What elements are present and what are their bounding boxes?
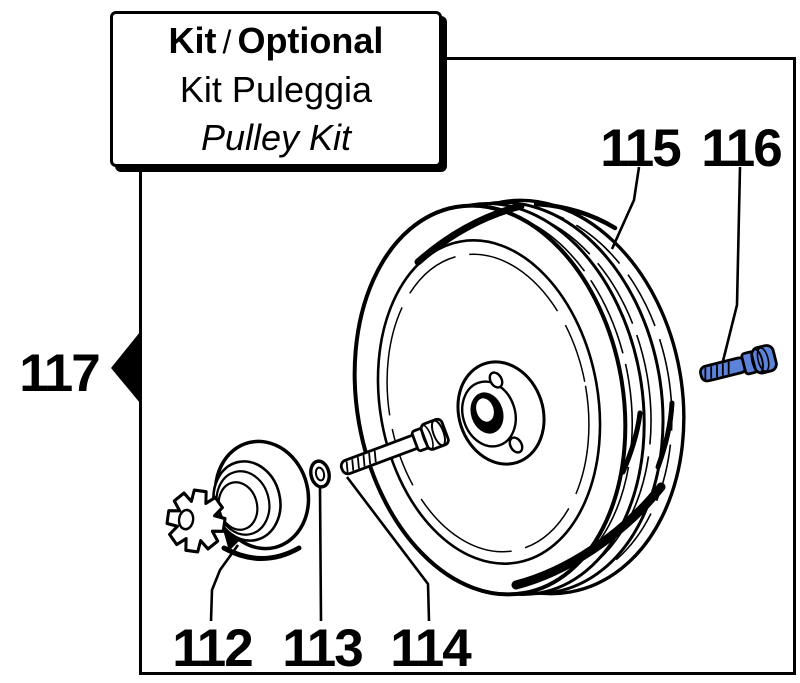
bolt-116-threads <box>704 361 730 381</box>
pulley-hub <box>456 360 546 466</box>
kit-title-separator: / <box>222 23 232 60</box>
kit-subtitle-italian: Kit Puleggia <box>179 68 373 110</box>
bolt-114 <box>339 417 450 476</box>
part-label-117: 117 <box>19 344 101 403</box>
kit-title: Kit/Optional <box>169 17 384 66</box>
leader-114 <box>345 476 431 622</box>
rim-shading <box>414 201 675 590</box>
kit-subtitle-english: Pulley Kit <box>200 116 352 158</box>
leader-112 <box>209 544 240 622</box>
leader-115 <box>610 166 641 250</box>
kit-pointer-triangle-icon <box>111 332 140 403</box>
part-label-113: 113 <box>282 619 364 678</box>
coupling-drum-112 <box>165 439 311 561</box>
kit-title-left: Kit <box>168 19 217 61</box>
part-label-116: 116 <box>701 119 783 178</box>
bolt-114-threads <box>345 450 377 473</box>
pulley-wheel-115 <box>352 198 686 597</box>
part-label-115: 115 <box>600 119 682 178</box>
part-label-114: 114 <box>390 619 472 678</box>
leader-lines <box>209 166 742 622</box>
splined-gear-end <box>165 488 227 554</box>
leader-112-arrowhead-icon <box>222 526 241 551</box>
leader-113 <box>318 487 323 622</box>
kit-label-box: Kit/Optional Kit Puleggia Pulley Kit <box>110 11 442 167</box>
washer-113 <box>309 459 331 489</box>
part-label-112: 112 <box>172 619 254 678</box>
kit-title-right: Optional <box>237 19 384 61</box>
leader-116 <box>721 166 742 362</box>
bolt-116-blue <box>699 344 778 383</box>
